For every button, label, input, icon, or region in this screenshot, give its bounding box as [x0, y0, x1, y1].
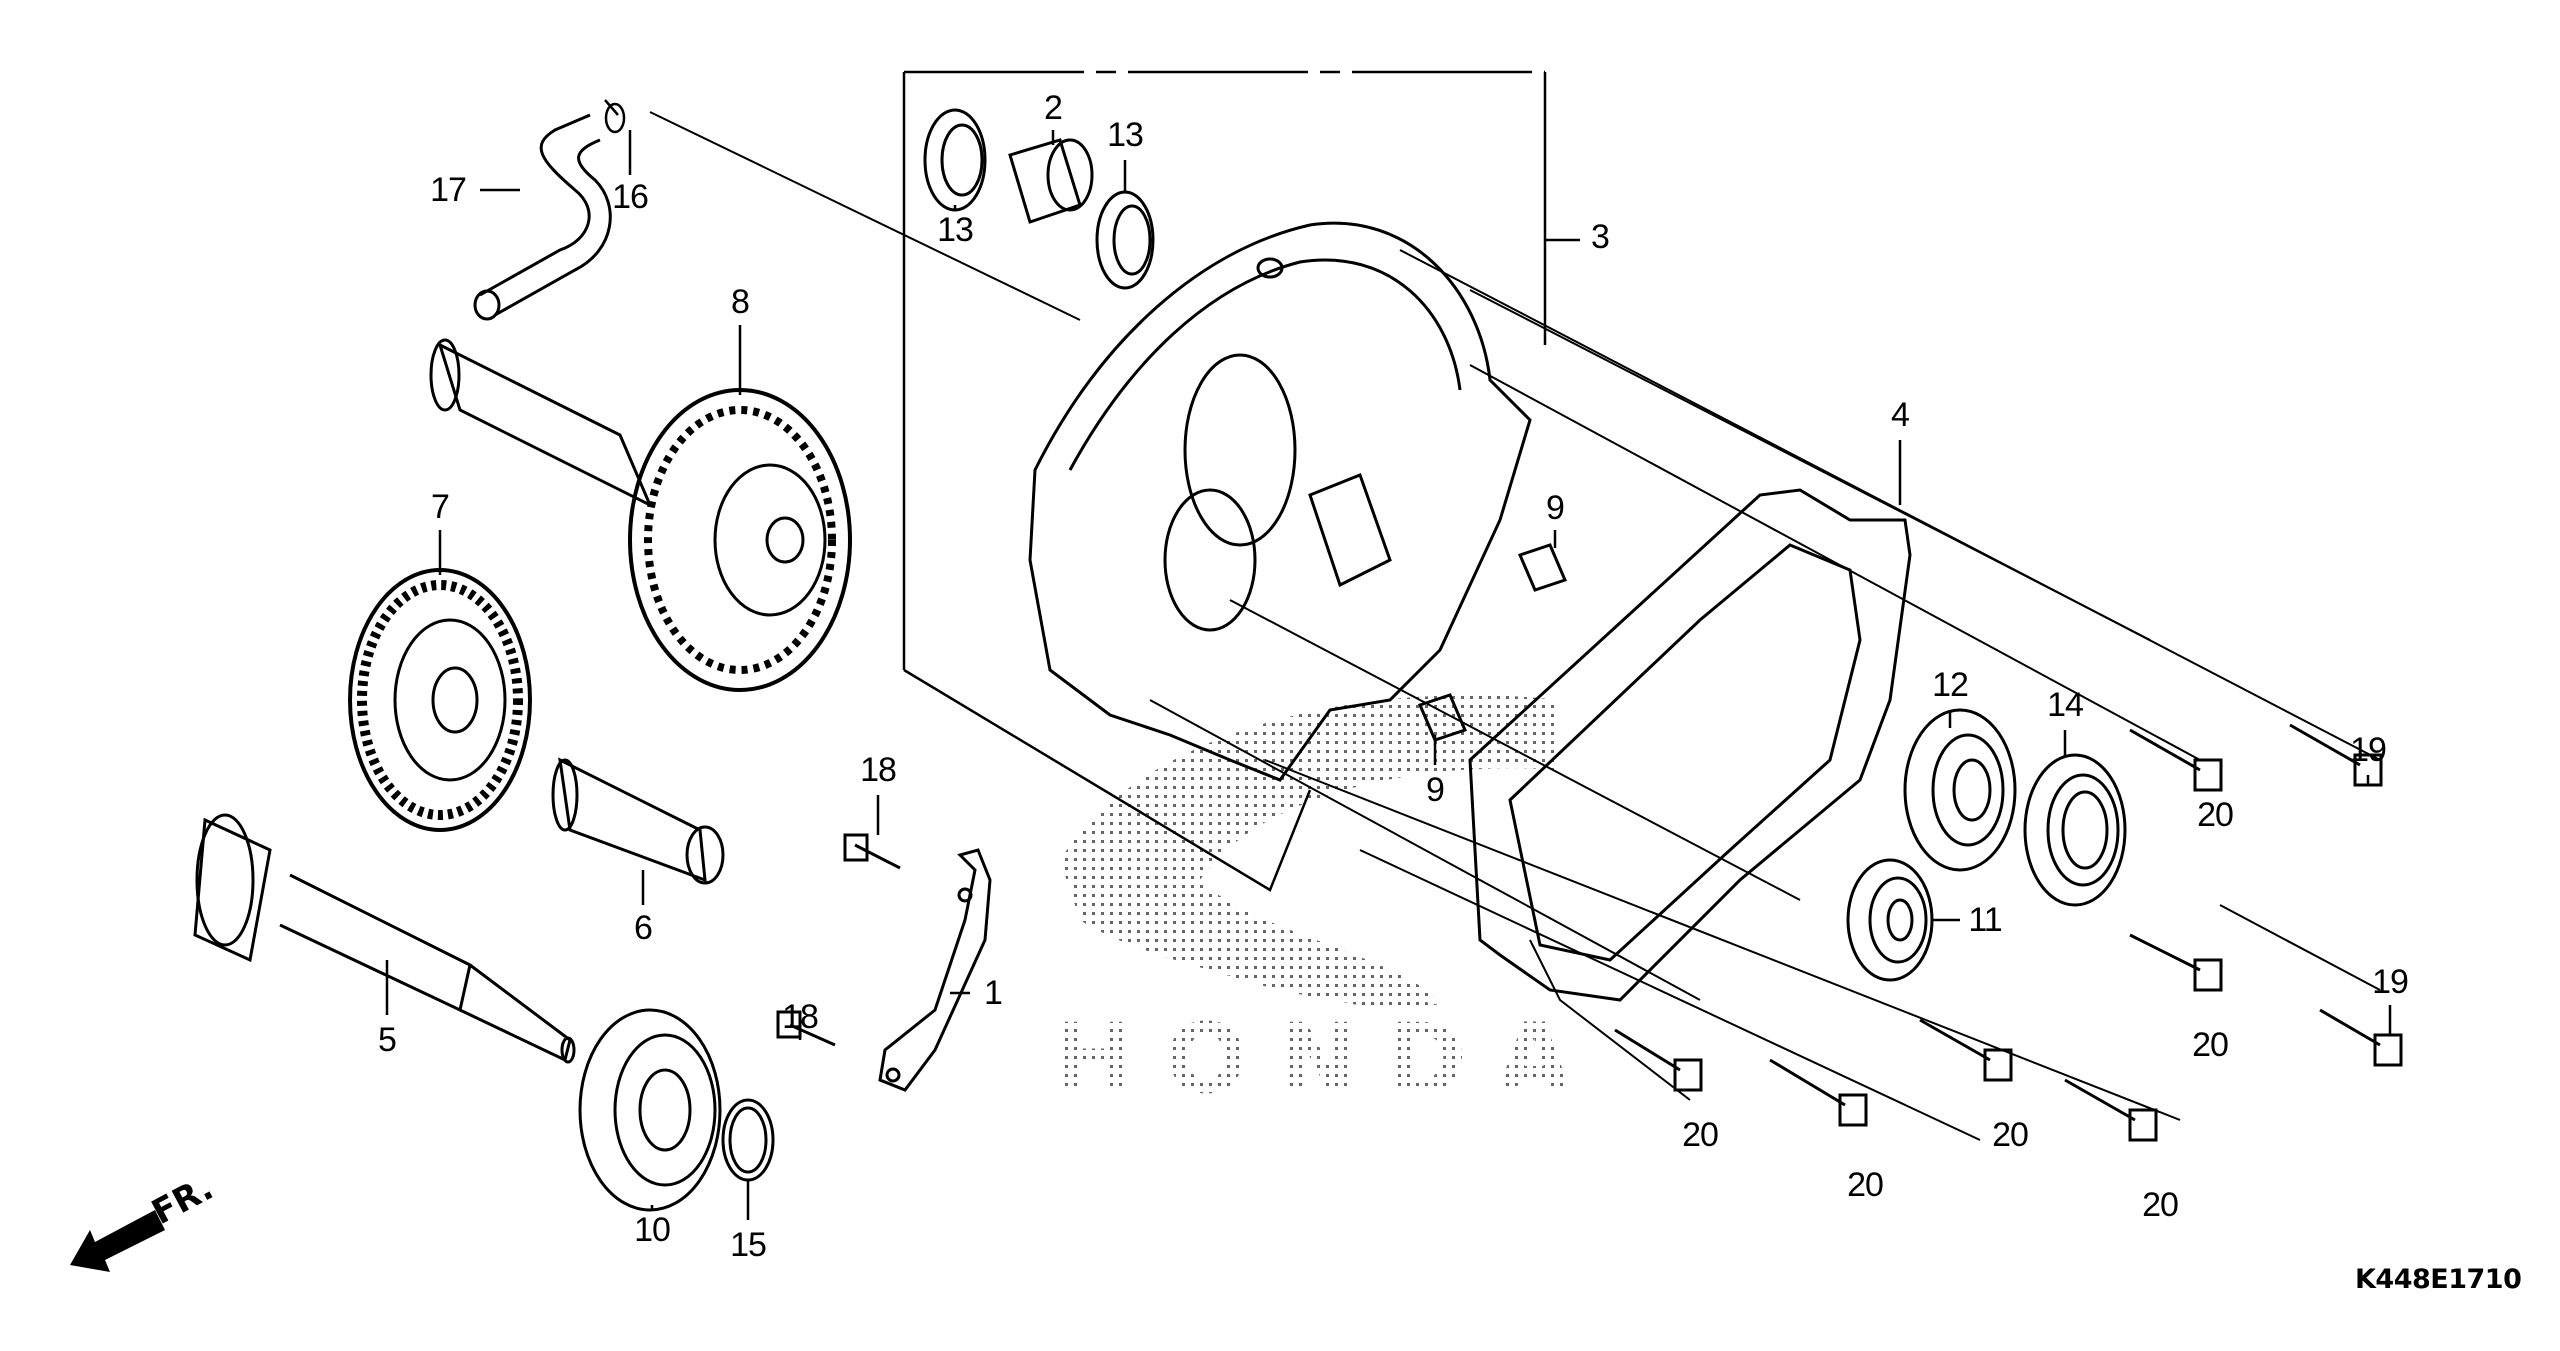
callout-14[interactable]: 14: [2047, 686, 2084, 724]
gasket-part-4: [1468, 488, 1912, 1002]
callout-6[interactable]: 6: [634, 909, 653, 947]
callout-18a[interactable]: 18: [860, 751, 897, 789]
assembly-box-3: [902, 70, 1580, 892]
callout-20f[interactable]: 20: [2142, 1186, 2179, 1224]
callout-17[interactable]: 17: [430, 171, 467, 209]
diagram-code: K448E1710: [2355, 1264, 2522, 1295]
dowel-pin-part-9: [1417, 543, 1568, 742]
crankcase-cover-part-3: [1028, 221, 1532, 782]
circlip-part-15: [721, 1098, 775, 1182]
callout-2[interactable]: 2: [1044, 89, 1063, 127]
bearing-part-12: [1903, 708, 2017, 872]
callout-1[interactable]: 1: [984, 974, 1003, 1012]
callout-16[interactable]: 16: [612, 178, 649, 216]
callout-13b[interactable]: 13: [937, 211, 974, 249]
honda-watermark-text: HONDA: [1055, 1003, 1601, 1115]
callout-19b[interactable]: 19: [2372, 963, 2409, 1001]
collar-part-2: [1008, 138, 1094, 224]
bearing-part-10: [578, 1008, 722, 1212]
bolts-part-19-20: [1614, 723, 2403, 1142]
honda-watermark: HONDA: [1055, 695, 1601, 1115]
hose-part-17: [473, 113, 612, 321]
callout-4[interactable]: 4: [1891, 396, 1910, 434]
main-shaft-part-5: [193, 813, 576, 1064]
oil-seal-part-14: [2023, 753, 2127, 907]
callout-20a[interactable]: 20: [2197, 796, 2234, 834]
oil-seal-part-13a: [923, 108, 987, 212]
callout-11[interactable]: 11: [1968, 901, 2002, 939]
honda-wing-logo: [1060, 695, 1560, 1010]
callout-13a[interactable]: 13: [1107, 116, 1144, 154]
gear-part-7: [348, 568, 532, 832]
callout-20e[interactable]: 20: [1992, 1116, 2029, 1154]
callout-20c[interactable]: 20: [1682, 1116, 1719, 1154]
leader-lines: [385, 130, 2392, 1220]
callout-18b[interactable]: 18: [782, 998, 819, 1036]
front-direction-arrow-icon: FR.: [70, 1168, 220, 1272]
callout-20b[interactable]: 20: [2192, 1026, 2229, 1064]
callout-5[interactable]: 5: [378, 1021, 397, 1059]
callout-15[interactable]: 15: [730, 1226, 767, 1264]
pinion-part-6: [551, 757, 725, 885]
guide-lines: [649, 111, 2381, 1141]
callout-3[interactable]: 3: [1591, 218, 1610, 256]
plate-part-1: [878, 848, 992, 1092]
callout-7[interactable]: 7: [431, 488, 450, 526]
honda-wing-logo-lower: [1170, 920, 1440, 1010]
bearing-part-11: [1846, 858, 1934, 982]
shaft-gear-part-8: [429, 338, 852, 692]
callout-19a[interactable]: 19: [2350, 731, 2387, 769]
oil-seal-part-13b: [1095, 190, 1155, 290]
callout-12[interactable]: 12: [1932, 666, 1969, 704]
callout-8[interactable]: 8: [731, 283, 750, 321]
callout-9a[interactable]: 9: [1546, 489, 1565, 527]
clip-part-16: [604, 99, 626, 134]
callout-10[interactable]: 10: [634, 1211, 671, 1249]
callout-20d[interactable]: 20: [1847, 1166, 1884, 1204]
callout-9b[interactable]: 9: [1426, 771, 1445, 809]
